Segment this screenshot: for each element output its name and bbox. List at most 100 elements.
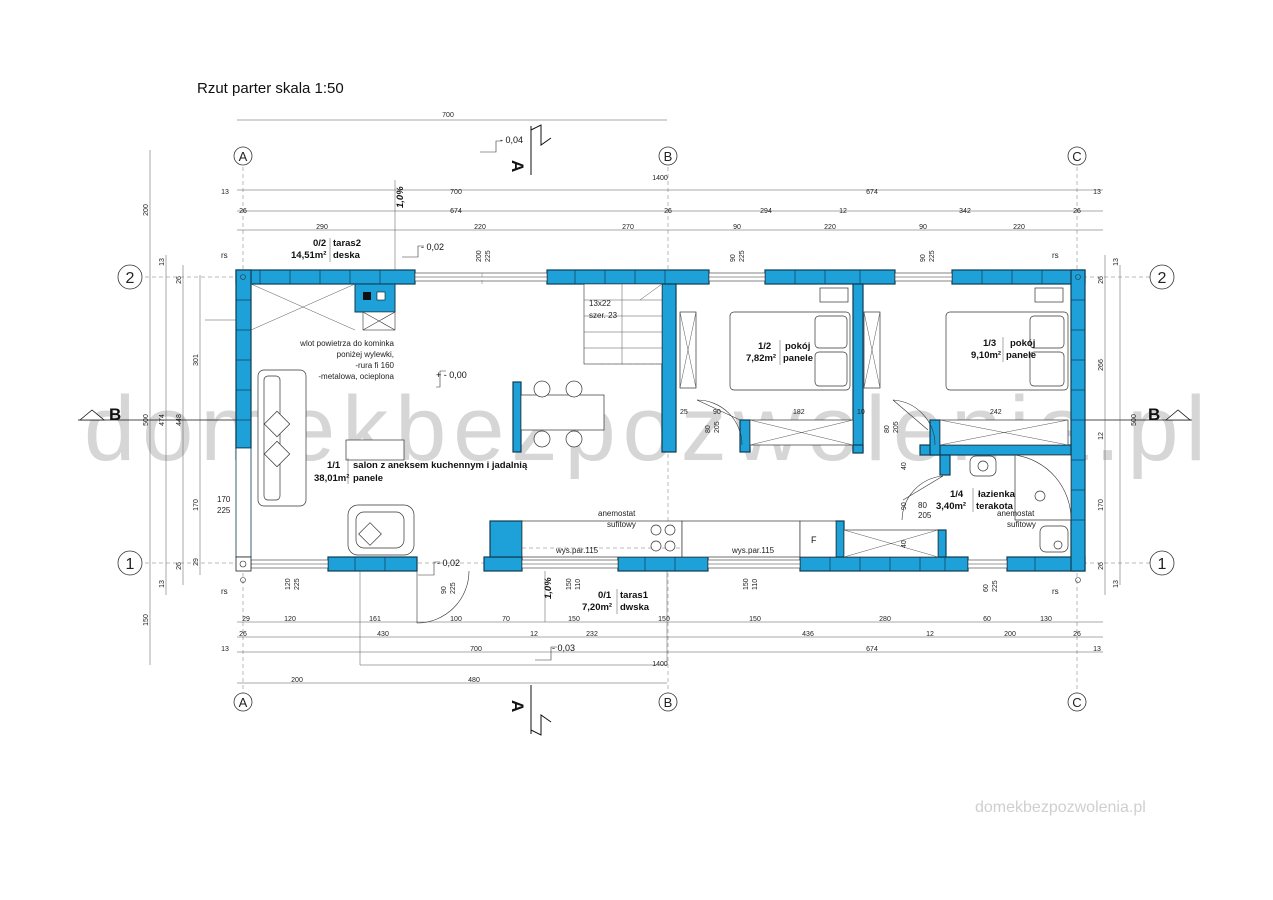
svg-text:7,20m²: 7,20m² bbox=[582, 602, 612, 613]
svg-text:13: 13 bbox=[1113, 580, 1120, 588]
svg-text:sufitowy: sufitowy bbox=[1007, 520, 1036, 529]
axis-marker-c-bottom: C bbox=[1067, 692, 1087, 712]
svg-text:- 0,02: - 0,02 bbox=[437, 558, 460, 568]
svg-text:161: 161 bbox=[369, 616, 381, 623]
svg-text:13: 13 bbox=[1093, 189, 1101, 196]
bed-room-12 bbox=[679, 287, 854, 446]
svg-text:120: 120 bbox=[284, 616, 296, 623]
svg-text:10: 10 bbox=[857, 409, 865, 416]
terrace-lines bbox=[359, 180, 668, 666]
doors bbox=[416, 399, 944, 624]
svg-text:170: 170 bbox=[217, 495, 231, 504]
svg-text:1/3: 1/3 bbox=[983, 338, 996, 349]
svg-text:2: 2 bbox=[126, 270, 135, 287]
svg-text:242: 242 bbox=[990, 409, 1002, 416]
svg-text:70: 70 bbox=[502, 616, 510, 623]
svg-text:80: 80 bbox=[918, 501, 927, 510]
svg-text:dwska: dwska bbox=[620, 602, 650, 613]
svg-text:poniżej wylewki,: poniżej wylewki, bbox=[337, 350, 394, 359]
svg-text:170: 170 bbox=[1098, 499, 1105, 511]
rs-label-top-right: rs bbox=[1052, 251, 1059, 260]
svg-text:13: 13 bbox=[159, 580, 166, 588]
svg-text:40: 40 bbox=[901, 540, 908, 548]
svg-text:pokój: pokój bbox=[1010, 338, 1035, 349]
svg-text:205: 205 bbox=[893, 421, 900, 433]
axis-marker-b-bottom: B bbox=[658, 692, 678, 712]
dimension-lines bbox=[149, 119, 1121, 684]
svg-text:266: 266 bbox=[1098, 359, 1105, 371]
svg-text:290: 290 bbox=[316, 224, 328, 231]
tv-unit bbox=[345, 439, 405, 461]
svg-text:225: 225 bbox=[294, 578, 301, 590]
svg-text:90: 90 bbox=[901, 502, 908, 510]
svg-text:A: A bbox=[508, 160, 527, 172]
svg-text:pokój: pokój bbox=[785, 341, 810, 352]
svg-text:700: 700 bbox=[470, 646, 482, 653]
level-marker-main: + - 0,00 bbox=[436, 370, 467, 388]
room-label-0-2: 0/2 taras2 14,51m² deska bbox=[291, 238, 361, 262]
svg-text:łazienka: łazienka bbox=[978, 489, 1016, 500]
level-marker-bottom: - 0,03 bbox=[535, 643, 575, 661]
rs-label-top-left: rs bbox=[221, 251, 228, 260]
fridge-label: F bbox=[811, 535, 817, 545]
section-marker-b-left: B bbox=[78, 405, 240, 424]
svg-text:205: 205 bbox=[918, 511, 932, 520]
anemostat-kitchen-note: anemostat sufitowy bbox=[598, 509, 636, 529]
svg-text:200: 200 bbox=[1004, 631, 1016, 638]
svg-text:110: 110 bbox=[575, 579, 582, 590]
svg-text:170: 170 bbox=[193, 499, 200, 511]
bed-room-13 bbox=[863, 287, 1069, 446]
svg-text:- 0,02: - 0,02 bbox=[421, 242, 444, 252]
svg-text:1/4: 1/4 bbox=[950, 489, 964, 500]
exterior-walls bbox=[235, 269, 1086, 572]
svg-text:200: 200 bbox=[143, 204, 150, 216]
svg-text:436: 436 bbox=[802, 631, 814, 638]
svg-text:deska: deska bbox=[333, 250, 361, 261]
svg-text:1/2: 1/2 bbox=[758, 341, 771, 352]
svg-text:26: 26 bbox=[1098, 276, 1105, 284]
svg-text:270: 270 bbox=[622, 224, 634, 231]
svg-text:200: 200 bbox=[476, 250, 483, 262]
svg-text:7,82m²: 7,82m² bbox=[746, 353, 776, 364]
svg-text:wlot powietrza do kominka: wlot powietrza do kominka bbox=[299, 339, 394, 348]
svg-text:12: 12 bbox=[839, 208, 847, 215]
fireplace-icon bbox=[205, 283, 396, 331]
svg-text:B: B bbox=[109, 405, 121, 424]
svg-text:B: B bbox=[664, 149, 673, 164]
stairs-note: 13x22 szer. 23 bbox=[589, 299, 618, 320]
svg-text:12: 12 bbox=[530, 631, 538, 638]
svg-text:90: 90 bbox=[919, 224, 927, 231]
level-marker-front: - 0,02 bbox=[418, 558, 460, 576]
svg-text:294: 294 bbox=[760, 208, 772, 215]
axis-marker-a-top: A bbox=[233, 146, 253, 166]
svg-text:-metalowa, ocieplona: -metalowa, ocieplona bbox=[318, 372, 394, 381]
interior-walls bbox=[489, 283, 1072, 558]
svg-text:25: 25 bbox=[680, 409, 688, 416]
svg-text:700: 700 bbox=[442, 112, 454, 119]
svg-text:0/1: 0/1 bbox=[598, 590, 612, 601]
axis-marker-2-right: 2 bbox=[1149, 264, 1175, 290]
section-marker-a-top: A bbox=[508, 124, 552, 175]
windows bbox=[250, 272, 1008, 569]
svg-text:13: 13 bbox=[1113, 258, 1120, 266]
svg-text:1400: 1400 bbox=[652, 175, 668, 182]
svg-text:3,40m²: 3,40m² bbox=[936, 501, 966, 512]
svg-text:110: 110 bbox=[752, 579, 759, 590]
svg-text:430: 430 bbox=[377, 631, 389, 638]
svg-text:90: 90 bbox=[441, 586, 448, 594]
svg-text:taras2: taras2 bbox=[333, 238, 361, 249]
svg-text:674: 674 bbox=[450, 208, 462, 215]
svg-text:90: 90 bbox=[730, 254, 737, 262]
chimney-note: wlot powietrza do kominka poniżej wylewk… bbox=[299, 339, 394, 381]
svg-text:150: 150 bbox=[658, 616, 670, 623]
svg-text:13: 13 bbox=[221, 646, 229, 653]
svg-text:1400: 1400 bbox=[652, 661, 668, 668]
svg-text:90: 90 bbox=[733, 224, 741, 231]
svg-text:panele: panele bbox=[1006, 350, 1036, 361]
svg-text:232: 232 bbox=[586, 631, 598, 638]
level-marker-top: - 0,04 bbox=[480, 135, 523, 153]
svg-text:150: 150 bbox=[743, 578, 750, 590]
room-label-1-1: 1/1 salon z aneksem kuchennym i jadalnią… bbox=[314, 458, 528, 484]
svg-text:26: 26 bbox=[664, 208, 672, 215]
svg-text:90: 90 bbox=[713, 409, 721, 416]
